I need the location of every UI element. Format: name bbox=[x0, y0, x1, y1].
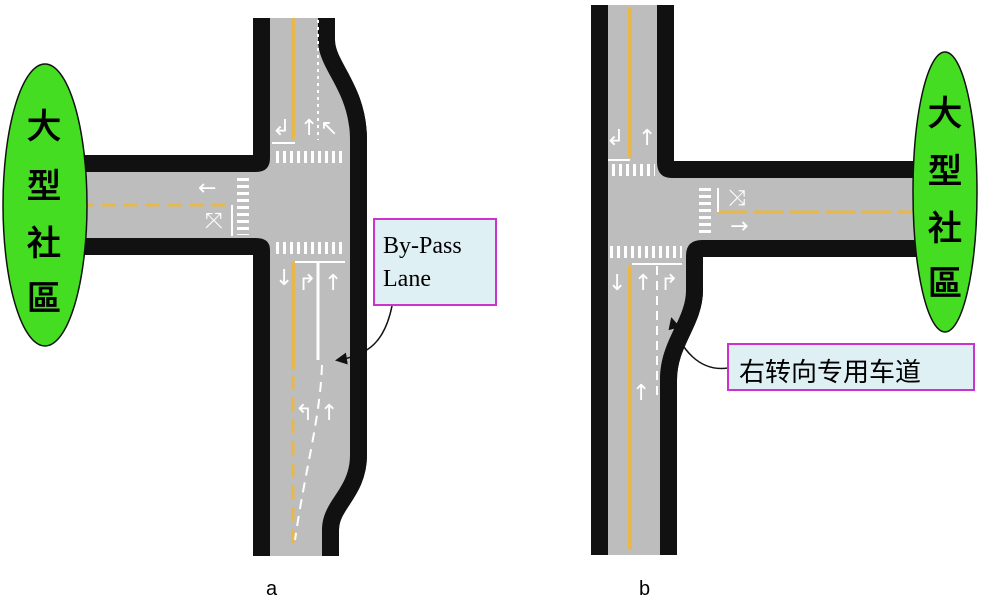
svg-text:↰: ↰ bbox=[295, 401, 313, 426]
svg-text:↑: ↑ bbox=[320, 401, 338, 426]
svg-text:↑: ↑ bbox=[634, 271, 652, 296]
svg-text:型: 型 bbox=[928, 152, 962, 192]
caption-a: a bbox=[266, 578, 278, 600]
svg-text:↱: ↱ bbox=[298, 271, 316, 296]
svg-text:←: ← bbox=[198, 176, 216, 201]
community-a: 大 型 社 區 bbox=[2, 63, 88, 347]
svg-text:↲: ↲ bbox=[272, 116, 290, 141]
svg-text:區: 區 bbox=[928, 264, 962, 304]
svg-text:↓: ↓ bbox=[275, 266, 293, 291]
svg-text:大: 大 bbox=[27, 107, 61, 147]
svg-text:社: 社 bbox=[928, 209, 962, 249]
callout-line-2: Lane bbox=[383, 266, 431, 292]
svg-text:→: → bbox=[730, 214, 748, 239]
svg-text:↱: ↱ bbox=[660, 271, 678, 296]
svg-text:大: 大 bbox=[928, 94, 962, 134]
callout-pointer-a bbox=[335, 305, 393, 365]
lane-arrows-a: ↲↑↖ ←⤧ ↓↱↑ ↰↑ bbox=[198, 116, 342, 426]
svg-text:⤨: ⤨ bbox=[728, 186, 746, 211]
road-a: ↲↑↖ ←⤧ ↓↱↑ ↰↑ bbox=[43, 18, 367, 556]
svg-text:↖: ↖ bbox=[320, 116, 338, 141]
callout-bypass-lane: By-Pass Lane bbox=[373, 218, 497, 306]
svg-text:↑: ↑ bbox=[324, 271, 342, 296]
svg-text:↲: ↲ bbox=[606, 126, 624, 151]
svg-text:↑: ↑ bbox=[638, 126, 656, 151]
caption-b: b bbox=[639, 578, 651, 600]
svg-text:⤧: ⤧ bbox=[205, 209, 223, 234]
svg-text:社: 社 bbox=[27, 224, 61, 264]
road-b: ↲ ↑ ⤨ → ↓ ↑ ↱ ↑ bbox=[591, 5, 957, 555]
svg-text:區: 區 bbox=[27, 279, 61, 319]
callout-pointer-b bbox=[668, 317, 729, 370]
community-b: 大 型 社 區 bbox=[912, 51, 978, 333]
callout-right-turn-lane: 右转向专用车道 bbox=[727, 343, 975, 391]
svg-text:↑: ↑ bbox=[632, 381, 650, 406]
svg-text:型: 型 bbox=[27, 167, 61, 207]
lane-arrows-b: ↲ ↑ ⤨ → ↓ ↑ ↱ ↑ bbox=[606, 126, 748, 406]
svg-text:↓: ↓ bbox=[608, 271, 626, 296]
svg-text:↑: ↑ bbox=[300, 116, 318, 141]
callout-text: 右转向专用车道 bbox=[739, 358, 922, 388]
callout-line-1: By-Pass bbox=[383, 233, 462, 259]
